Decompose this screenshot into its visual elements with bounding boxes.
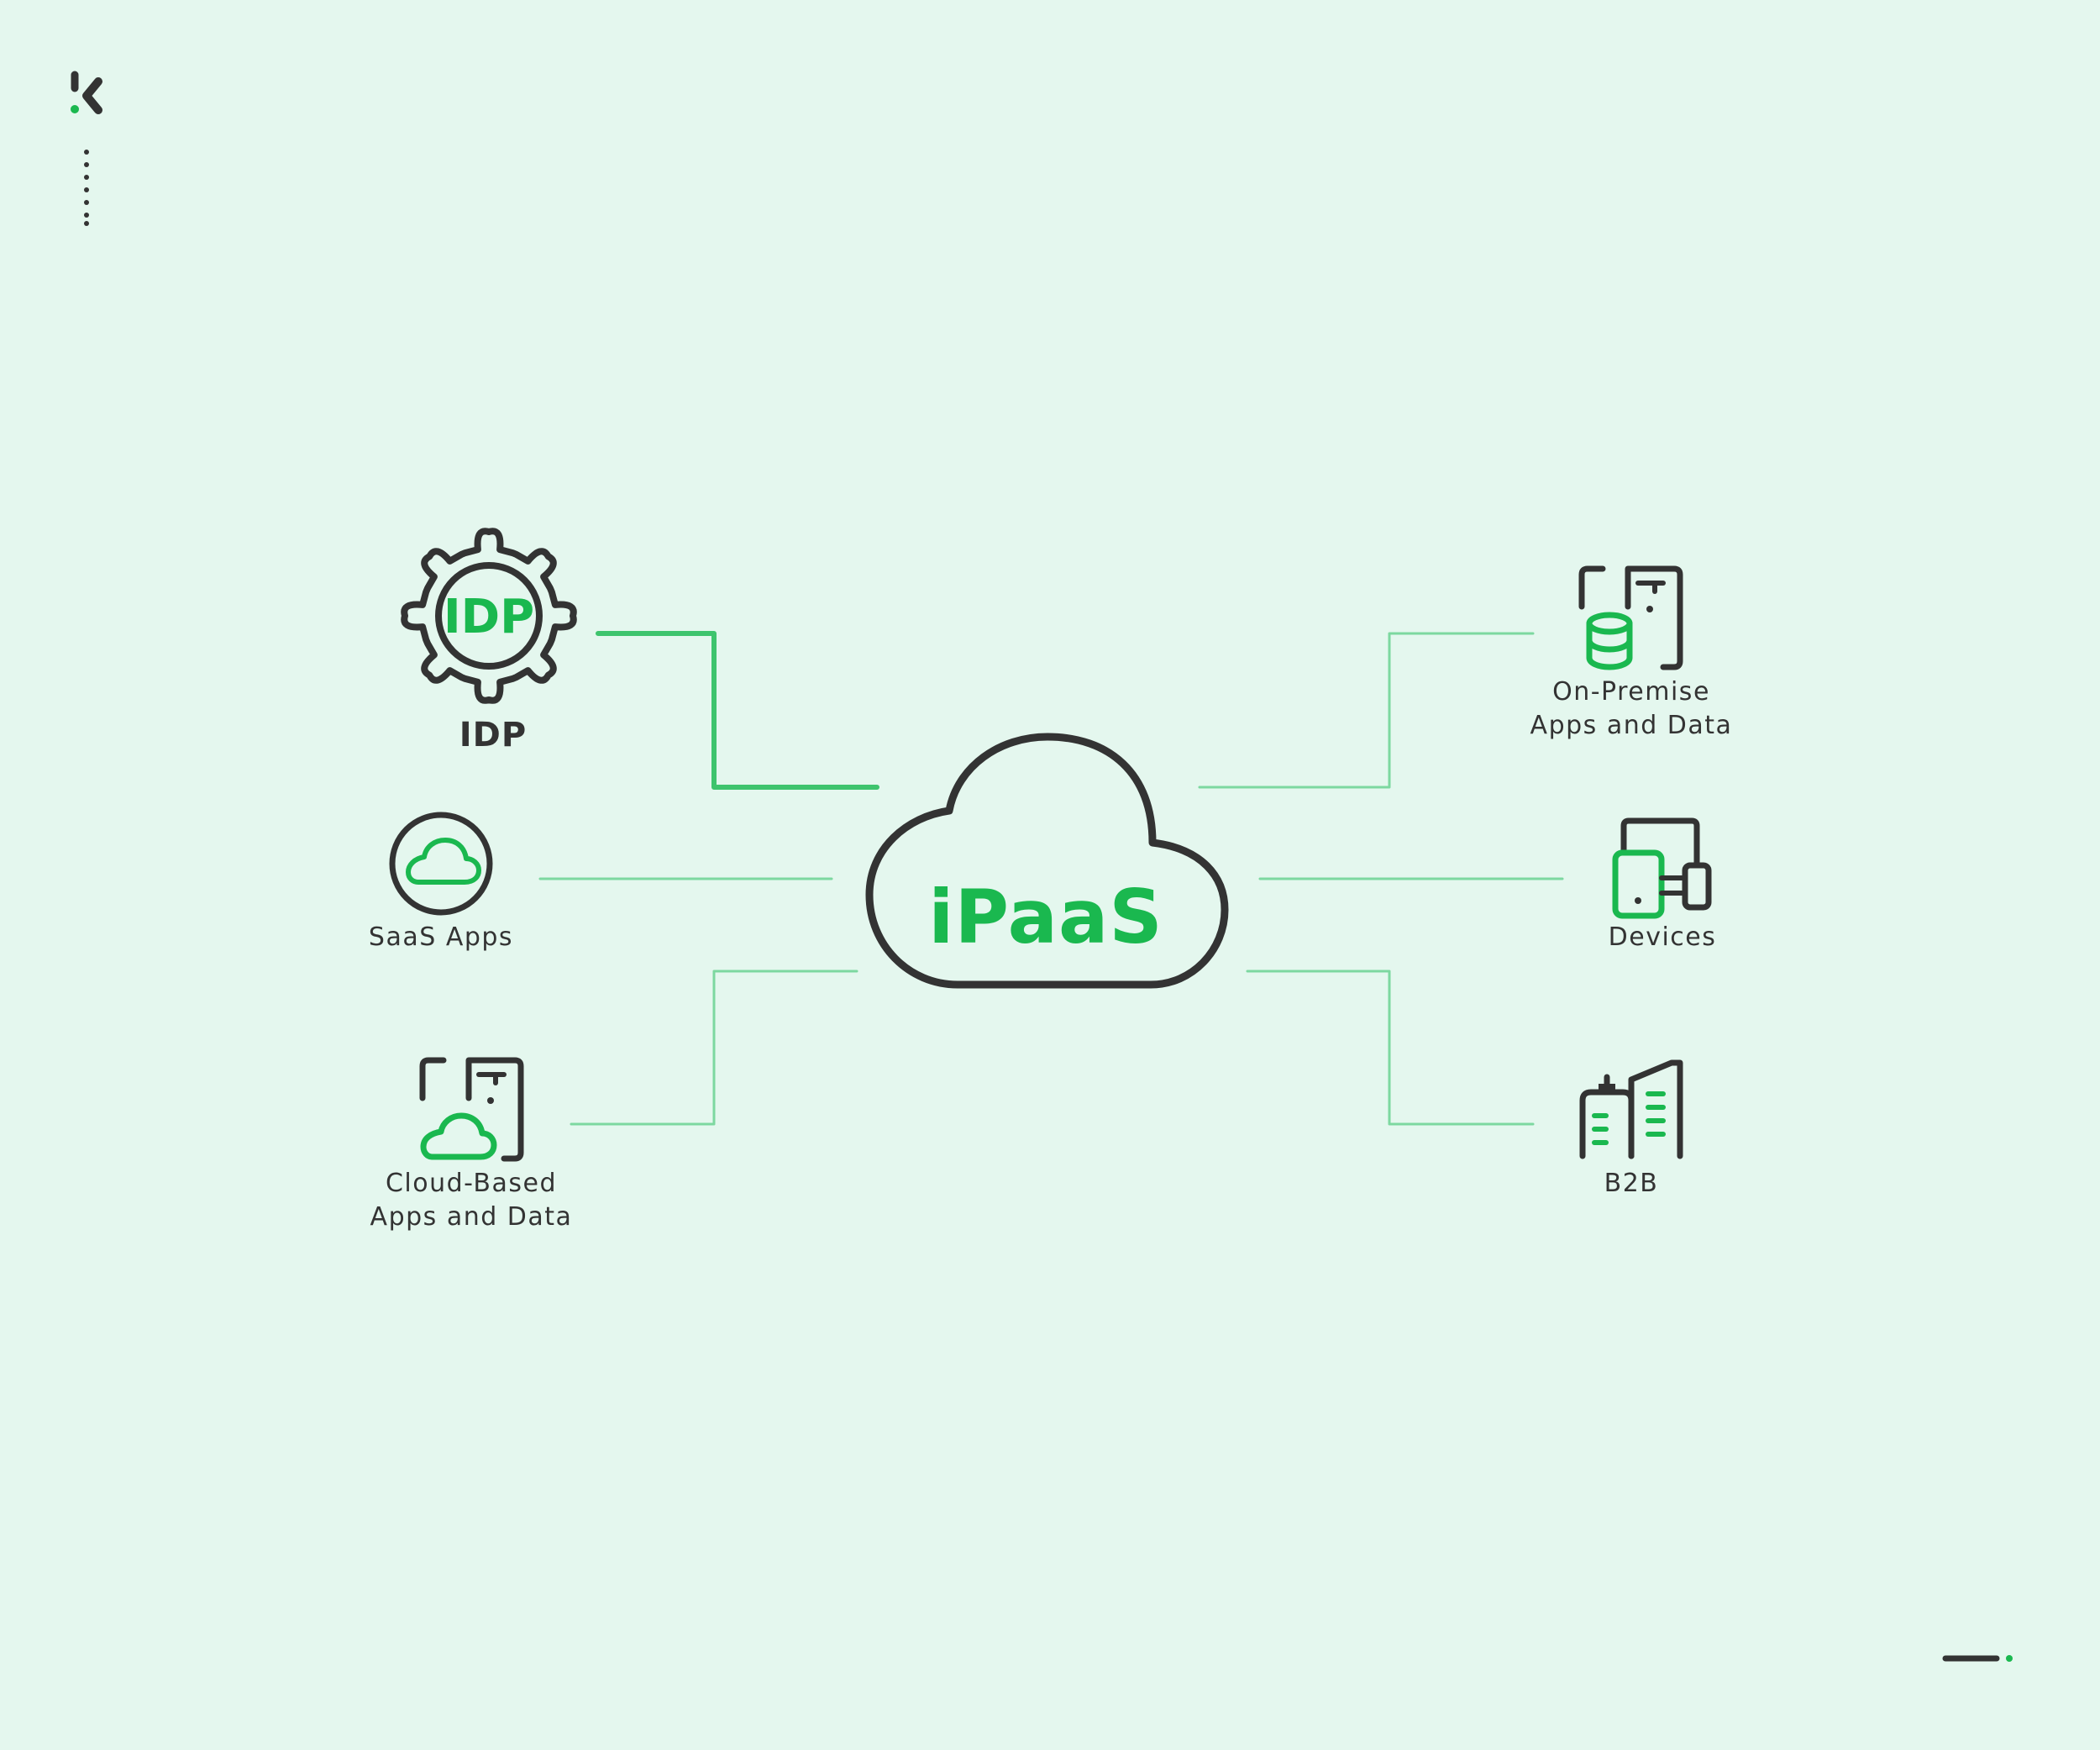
node-label-cloud-based-line2: Apps and Data [370, 1202, 573, 1232]
connector-cloud-based [570, 970, 858, 1126]
dotted-divider [84, 150, 89, 226]
connector-on-premise [1198, 632, 1535, 789]
node-label-on-premise-line2: Apps and Data [1530, 711, 1733, 740]
devices-icon [1612, 817, 1712, 919]
dash-dot-icon [1942, 1655, 2013, 1662]
node-label-on-premise: On-Premise Apps and Data [1530, 675, 1733, 743]
cloud-icon [865, 733, 1229, 989]
node-label-cloud-based-line1: Cloud-Based [385, 1169, 558, 1198]
connector-idp [596, 631, 879, 790]
cloud-circle-icon [389, 812, 493, 916]
node-label-b2b: B2B [1604, 1169, 1659, 1198]
k-logo-icon [71, 71, 102, 114]
cloud-server-icon [419, 1057, 524, 1162]
gear-icon-text: IDP [444, 590, 534, 644]
buildings-icon [1579, 1059, 1683, 1159]
database-server-icon [1578, 565, 1683, 670]
center-label: iPaaS [928, 874, 1163, 960]
gear-icon: IDP [401, 528, 577, 704]
node-label-on-premise-line1: On-Premise [1552, 677, 1710, 707]
node-label-devices: Devices [1608, 922, 1717, 952]
node-label-cloud-based: Cloud-Based Apps and Data [370, 1167, 573, 1234]
node-label-saas: SaaS Apps [368, 922, 514, 952]
connector-b2b [1246, 970, 1535, 1126]
node-label-idp: IDP [459, 716, 528, 754]
